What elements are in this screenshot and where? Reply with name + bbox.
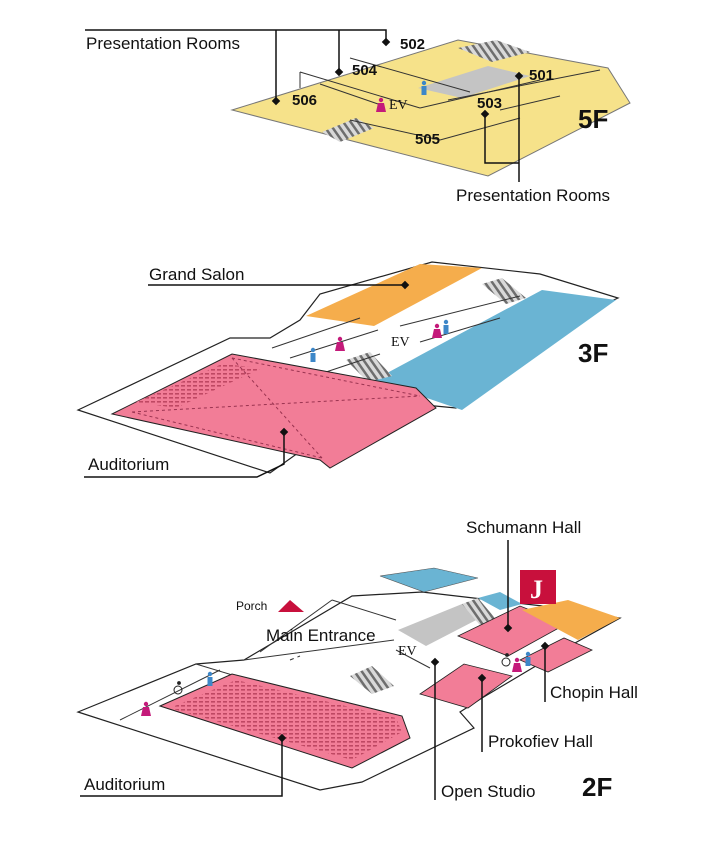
- leader-auditorium-3f: [84, 427, 289, 478]
- auditorium-2f-seats: [170, 680, 402, 760]
- floor-5f-stairs-top: [458, 40, 530, 62]
- floor-5f-room-dividers: [299, 57, 601, 141]
- label-schumann-hall: Schumann Hall: [466, 518, 581, 537]
- elevator-label-3f: EV: [391, 335, 410, 350]
- restroom-female-icon: [376, 97, 386, 112]
- floor-5f: 502 504 501 506 503 505 EV Presentation …: [85, 29, 631, 205]
- floor-2f: EV J Porch Main Entrance Schumann Hall: [76, 518, 638, 802]
- area-gray-entrance: [398, 604, 484, 646]
- room-505: 505: [415, 131, 440, 148]
- floor-5f-corridor-gray: [418, 66, 530, 98]
- room-503: 503: [477, 95, 502, 112]
- leader-prokofiev-hall: [477, 673, 487, 752]
- label-auditorium-3f: Auditorium: [88, 455, 169, 474]
- area-blue-hall: [374, 290, 616, 410]
- label-auditorium-2f: Auditorium: [84, 775, 165, 794]
- room-502: 502: [400, 36, 425, 53]
- room-506: 506: [292, 92, 317, 109]
- area-blue-right: [478, 592, 522, 610]
- floor-3f-stairs-bottom: [346, 352, 392, 382]
- floor-5f-stairs-left: [322, 118, 374, 142]
- label-open-studio: Open Studio: [441, 782, 536, 801]
- label-grand-salon: Grand Salon: [149, 265, 244, 284]
- label-presentation-rooms-top: Presentation Rooms: [86, 34, 240, 53]
- elevator-label-2f: EV: [398, 644, 417, 659]
- porch-marker-icon: [278, 600, 304, 612]
- auditorium-3f-seats: [136, 364, 262, 408]
- leader-schumann-hall: [503, 540, 513, 633]
- floor-label-5f: 5F: [578, 104, 608, 134]
- floor-2f-stairs-bottom: [350, 666, 394, 694]
- floor-3f: EV Grand Salon Auditorium 3F: [76, 261, 620, 478]
- restroom-male-icon: [421, 80, 427, 95]
- label-presentation-rooms-bottom: Presentation Rooms: [456, 186, 610, 205]
- room-501: 501: [529, 67, 554, 84]
- restroom-female-icon: [335, 323, 442, 351]
- auditorium-3f-ceiling-lines: [131, 357, 421, 459]
- elevator-label-5f: EV: [389, 98, 408, 113]
- leader-open-studio: [430, 657, 440, 800]
- area-prokofiev-hall: [419, 663, 513, 709]
- wheelchair-icon: [173, 653, 511, 695]
- area-blue-upper: [379, 567, 479, 593]
- restroom-male-icon: [310, 319, 449, 362]
- area-chopin-hall: [519, 637, 593, 673]
- hall-logo: J: [520, 570, 556, 604]
- leader-chopin-hall: [540, 641, 550, 702]
- floor-5f-plate: [230, 39, 631, 177]
- restroom-female-icon: [141, 657, 522, 716]
- label-prokofiev-hall: Prokofiev Hall: [488, 732, 593, 751]
- area-orange-right: [522, 600, 620, 640]
- leader-grand-salon: [148, 280, 410, 290]
- floor-label-3f: 3F: [578, 338, 608, 368]
- room-504: 504: [352, 62, 378, 79]
- label-porch: Porch: [236, 599, 267, 613]
- leader-presentation-rooms-top: [85, 29, 391, 106]
- floor-label-2f: 2F: [582, 772, 612, 802]
- leader-auditorium-2f: [80, 733, 287, 797]
- label-chopin-hall: Chopin Hall: [550, 683, 638, 702]
- logo-letter: J: [530, 575, 543, 604]
- restroom-male-icon: [207, 651, 531, 686]
- area-grand-salon: [306, 264, 482, 326]
- label-main-entrance: Main Entrance: [266, 626, 376, 645]
